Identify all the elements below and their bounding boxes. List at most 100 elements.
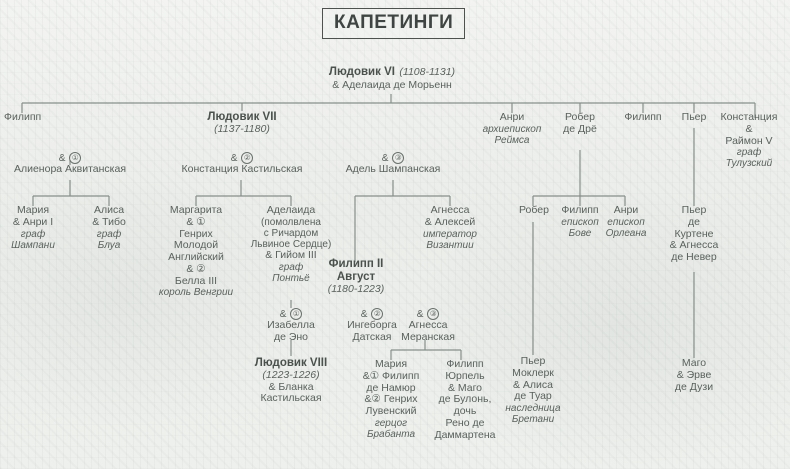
node-philippe-hurepel: Филипп Юрпель & Маго де Булонь, дочь Рен… [421, 358, 509, 441]
mago-name: Маго [681, 357, 707, 369]
node-mago: Маго & Эрве де Дузи [655, 357, 733, 393]
adelaide-note3: Львиное Сердце) [250, 239, 332, 251]
p2-marriage-1-label: & ① [253, 308, 329, 320]
p2-marriage-2-number: ② [371, 308, 384, 320]
marie-namur-spouse2-title: герцог [374, 417, 408, 429]
node-anri-orleans: Анри епископ Орлеана [594, 204, 658, 239]
pierre-courtenay-spouse: & Агнесса [669, 239, 719, 252]
node-pierre-de-courtenay: Пьер де Куртене & Агнесса де Невер [652, 204, 736, 264]
chart-title: КАПЕТИНГИ [334, 12, 454, 33]
node-anri-archbishop: Анри архиепископ Реймса [472, 111, 552, 146]
philippe-hurepel-surname: Юрпель [445, 369, 485, 382]
louis-vii-name: Людовик VII [207, 111, 277, 123]
adelaide-note1: (помолвлена [261, 216, 321, 228]
node-robert-son: Робер [505, 204, 563, 217]
robert-de-dreux-name: Робер [565, 111, 595, 123]
alice-blois-name: Алиса [93, 204, 125, 216]
marie-namur-name: Мария [374, 358, 408, 370]
node-pierre-mauclerc: Пьер Моклерк & Алиса де Туар наследница … [494, 355, 572, 425]
pierre-mauclerc-spouse: & Алиса [512, 378, 553, 391]
constance-amp: & [745, 122, 753, 135]
louis-viii-spouse2: Кастильская [260, 392, 322, 405]
robert-de-dreux-name2: де Дрё [563, 122, 597, 135]
robert-son-name: Робер [519, 204, 549, 216]
ingeborg-name1: Ингеборга [347, 319, 397, 332]
pierre-courtenay-spouse-origin: де Невер [671, 251, 717, 263]
louis-viii-name: Людовик VIII [254, 357, 328, 369]
p2-marriage-2-label: & ② [334, 308, 410, 320]
marriage-eleanor: & ① Алиенора Аквитанская [12, 152, 128, 176]
isabelle-hainaut-name2: де Эно [273, 330, 309, 343]
node-adelaide: Аделаида (помолвлена с Ричардом Львиное … [236, 204, 346, 285]
agnes-meran-name1: Агнесса [408, 319, 448, 332]
anri-archbishop-name: Анри [499, 111, 525, 123]
alice-blois-title: граф [96, 228, 122, 240]
pierre-courtenay-de: де [688, 215, 700, 228]
marriage-constance-castile: & ② Констанция Кастильская [175, 152, 309, 176]
node-louis-vii: Людовик VII (1137-1180) [172, 111, 312, 136]
louis-vi-line1: Людовик VI (1108-1131) [292, 62, 492, 80]
louis-viii-years: (1223-1226) [262, 368, 320, 381]
marie-champagne-title: граф [20, 228, 46, 240]
anri-orleans-see: Орлеана [605, 227, 647, 239]
adelaide-name: Аделаида [266, 204, 316, 216]
adelaide-spouse-domain: Понтьё [272, 273, 310, 285]
marriage-isabelle-hainaut: & ① Изабелла де Эно [253, 308, 329, 344]
marguerite-spouse1b: Молодой [173, 239, 219, 252]
marriage-2-number: ② [241, 152, 254, 164]
marie-champagne-domain: Шампани [11, 239, 55, 251]
pierre-mauclerc-spouse-origin: де Туар [514, 390, 552, 403]
p2-marriage-3-number: ③ [427, 308, 440, 320]
constance-name: Констанция [720, 111, 778, 123]
marguerite-marriage2: & ② [186, 262, 206, 275]
constance-spouse-title1: граф [736, 147, 762, 159]
marie-champagne-name: Мария [16, 204, 50, 216]
marguerite-spouse2: Белла III [174, 274, 218, 287]
philippe-hurepel-spouse-father1: Рено де [445, 416, 485, 429]
agnes-byzantium-title: император [423, 228, 477, 240]
philippe-g2b-name: Филипп [624, 111, 662, 123]
marriage-3-label: & ③ [333, 152, 453, 164]
node-marie-namur: Мария &① Филипп де Намюр &② Генрих Лувен… [348, 358, 434, 440]
louis-vi-spouse: & Аделаида де Морьенн [332, 78, 452, 91]
marie-namur-spouse2-domain: Брабанта [366, 428, 416, 440]
marguerite-spouse2-title: король Венгрии [158, 287, 234, 299]
mago-spouse: & Эрве [676, 368, 712, 381]
agnes-byzantium-name: Агнесса [430, 204, 470, 216]
p2-marriage-3-label: & ③ [390, 308, 466, 320]
marguerite-spouse1a: Генрих [179, 227, 213, 240]
pierre-mauclerc-name: Пьер [520, 355, 546, 367]
philippe-ii-years: (1180-1223) [327, 282, 385, 295]
node-philippe-g2a: Филипп [0, 111, 94, 124]
louis-viii-spouse1: & Бланка [268, 380, 314, 393]
node-louis-viii: Людовик VIII (1223-1226) & Бланка Кастил… [234, 357, 348, 405]
node-agnes-byzantium: Агнесса & Алексей император Византии [404, 204, 496, 251]
agnes-byzantium-domain: Византии [426, 239, 474, 251]
anri-archbishop-see: Реймса [494, 134, 530, 146]
marriage-adele-champagne: & ③ Адель Шампанская [333, 152, 453, 176]
node-pierre-g2: Пьер [667, 111, 721, 124]
marriage-agnes-meran: & ③ Агнесса Меранская [390, 308, 466, 344]
marguerite-name: Маргарита [169, 204, 223, 216]
pierre-courtenay-surname: Куртене [674, 227, 714, 240]
adele-champagne-name: Адель Шампанская [345, 163, 441, 176]
pierre-mauclerc-spouse-title: наследница [505, 403, 561, 414]
philippe-beauvais-name: Филипп [561, 204, 599, 216]
marriage-ingeborg-denmark: & ② Ингеборга Датская [334, 308, 410, 344]
philippe-beauvais-see: Бове [568, 227, 592, 239]
node-louis-vi: Людовик VI (1108-1131) & Аделаида де Мор… [292, 62, 492, 92]
philippe-beauvais-role: епископ [561, 216, 599, 228]
philippe-hurepel-spouse-origin: де Булонь, [438, 393, 492, 406]
chart-title-box: КАПЕТИНГИ [322, 8, 466, 39]
marie-namur-marriage2: &② Генрих [364, 393, 418, 406]
node-philippe-beauvais: Филипп епископ Бове [549, 204, 611, 239]
ingeborg-name2: Датская [352, 330, 392, 343]
marriage-2-label: & ② [175, 152, 309, 164]
agnes-meran-name2: Меранская [401, 330, 455, 343]
eleanor-name: Алиенора Аквитанская [13, 163, 127, 176]
node-philippe-g2b: Филипп [611, 111, 675, 124]
constance-castile-name: Констанция Кастильская [181, 163, 303, 176]
philippe-ii-name2: Август [336, 270, 376, 283]
isabelle-hainaut-name1: Изабелла [267, 319, 315, 332]
p2-marriage-1-number: ① [290, 308, 303, 320]
